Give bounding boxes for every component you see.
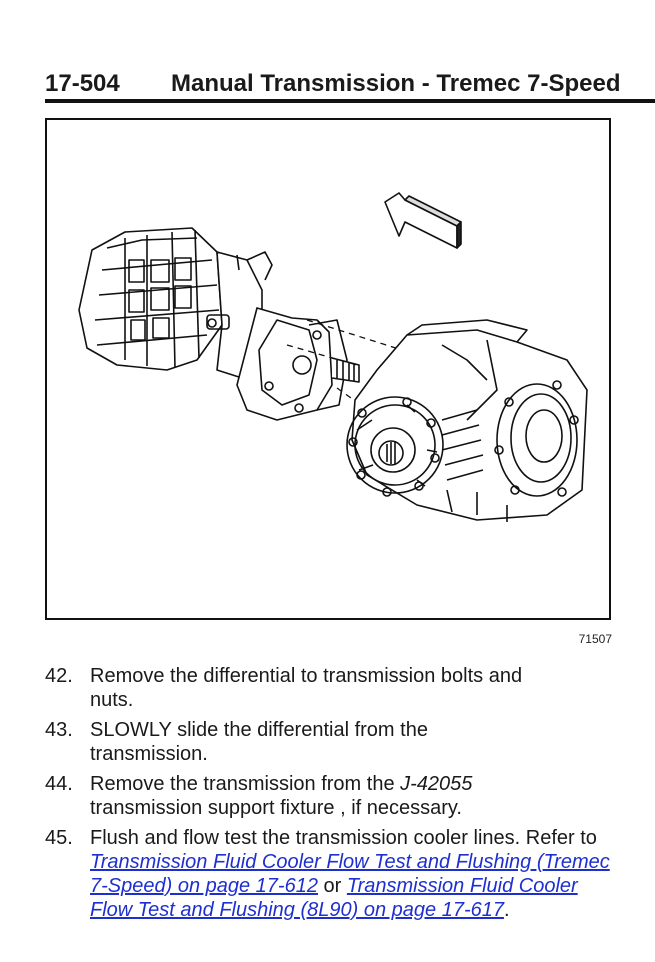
step-text: Remove the transmission from the J-42055…	[90, 772, 570, 820]
step-text: SLOWLY slide the differential from the t…	[90, 719, 428, 765]
transmission-case	[78, 227, 360, 421]
tool-number: J-42055	[400, 773, 473, 795]
step-42: 42. Remove the differential to transmiss…	[45, 664, 645, 712]
step-43: 43. SLOWLY slide the differential from t…	[45, 718, 645, 766]
step-44: 44. Remove the transmission from the J-4…	[45, 772, 645, 820]
step-text-post: .	[503, 899, 510, 921]
step-text: Remove the differential to transmission …	[90, 665, 523, 711]
figure-id: 71507	[578, 632, 612, 646]
cooler-flow-test-8l90-link[interactable]: Transmission Fluid Cooler Flow Test and …	[90, 875, 578, 921]
page-number: 17-504	[45, 70, 120, 97]
step-number: 43.	[45, 719, 73, 741]
step-number: 44.	[45, 773, 73, 795]
step-45: 45. Flush and flow test the transmission…	[45, 826, 645, 922]
direction-arrow-icon	[384, 192, 462, 249]
differential-housing	[346, 319, 588, 522]
transmission-differential-illustration	[78, 192, 588, 522]
cooler-flow-test-tremec-link[interactable]: Transmission Fluid Cooler Flow Test and …	[90, 851, 610, 897]
step-text: Flush and flow test the transmission coo…	[90, 826, 610, 922]
header-rule	[45, 99, 655, 103]
figure-frame	[45, 118, 611, 620]
step-text-post: transmission support fixture , if necess…	[90, 797, 462, 819]
procedure-steps: 42. Remove the differential to transmiss…	[45, 664, 645, 928]
step-text-mid: or	[317, 875, 347, 897]
step-text-pre: Remove the transmission from the	[90, 773, 401, 795]
page-header: 17-504 Manual Transmission - Tremec 7-Sp…	[45, 66, 655, 100]
page-title: Manual Transmission - Tremec 7-Speed	[171, 70, 621, 97]
step-number: 42.	[45, 665, 73, 687]
step-text-pre: Flush and flow test the transmission coo…	[90, 827, 597, 849]
step-number: 45.	[45, 827, 73, 849]
